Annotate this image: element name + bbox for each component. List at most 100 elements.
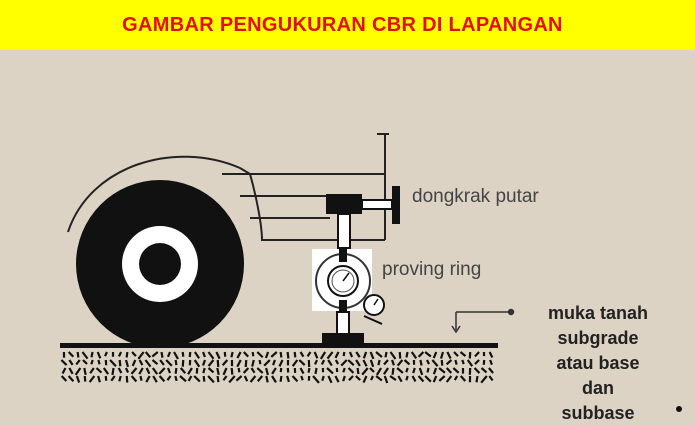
soil-hatch-mark — [165, 359, 173, 367]
soil-hatch-mark — [405, 351, 409, 358]
soil-hatch-mark — [131, 351, 137, 357]
soil-hatch-mark — [109, 359, 117, 368]
soil-hatch-mark — [298, 359, 306, 366]
soil-hatch-mark — [369, 351, 375, 360]
soil-hatch-mark — [321, 375, 325, 382]
soil-hatch-mark — [216, 367, 220, 376]
soil-hatch-mark — [174, 375, 178, 382]
soil-hatch-mark — [362, 375, 368, 384]
soil-hatch-mark — [111, 367, 115, 376]
soil-hatch-mark — [293, 351, 297, 358]
soil-hatch-mark — [459, 351, 467, 357]
soil-hatch-mark — [90, 351, 94, 358]
soil-hatch-mark — [445, 375, 453, 383]
soil-hatch-mark — [265, 375, 269, 383]
soil-hatch-mark — [383, 375, 389, 384]
soil-hatch-mark — [193, 375, 201, 383]
soil-hatch-mark — [244, 359, 248, 368]
soil-hatch-mark — [440, 359, 444, 366]
soil-hatch-mark — [67, 375, 75, 382]
soil-hatch-mark — [362, 359, 368, 367]
soil-hatch-mark — [299, 351, 305, 358]
soil-hatch-mark — [432, 367, 438, 375]
dial-gauge — [363, 294, 385, 325]
soil-hatch-mark — [320, 359, 326, 365]
soil-hatch-mark — [438, 367, 446, 374]
soil-hatch-mark — [279, 375, 283, 382]
soil-hatch-mark — [256, 375, 264, 382]
soil-hatch-mark — [237, 367, 241, 373]
soil-hatch-mark — [83, 367, 87, 376]
soil-hatch-mark — [166, 367, 172, 374]
soil-hatch-mark — [137, 351, 145, 360]
soil-hatch-mark — [459, 375, 467, 382]
soil-hatch-mark — [424, 351, 432, 358]
soil-hatch-mark — [187, 367, 193, 375]
soil-hatch-mark — [334, 375, 340, 383]
soil-hatch-mark — [347, 367, 355, 374]
soil-hatch-mark — [445, 367, 453, 374]
soil-hatch-mark — [249, 375, 257, 383]
soil-hatch-mark — [222, 367, 228, 376]
soil-hatch-mark — [151, 367, 159, 375]
soil-hatch-mark — [342, 367, 346, 373]
soil-hatch-mark — [117, 351, 123, 357]
soil-hatch-mark — [488, 375, 494, 382]
soil-hatch-mark — [251, 359, 255, 367]
legend-line-3: atau base — [556, 353, 640, 373]
soil-hatch-mark — [327, 375, 333, 384]
soil-hatch-mark — [60, 375, 68, 382]
soil-hatch-mark — [461, 359, 465, 365]
soil-hatch-mark — [438, 375, 446, 382]
soil-hatch-mark — [313, 351, 319, 359]
soil-hatch-mark — [242, 367, 250, 374]
soil-hatch-mark — [488, 351, 494, 358]
soil-hatch-mark — [179, 375, 187, 383]
soil-hatch-mark — [334, 359, 340, 365]
soil-hatch-mark — [342, 375, 346, 382]
soil-hatch-mark — [432, 375, 438, 383]
soil-hatch-mark — [271, 375, 277, 383]
soil-hatch-mark — [299, 367, 305, 375]
soil-hatch-mark — [193, 359, 201, 368]
soil-hatch-mark — [207, 375, 215, 384]
soil-hatch-mark — [314, 367, 318, 375]
cbr-diagram — [60, 133, 515, 384]
soil-hatch-mark — [263, 359, 271, 367]
soil-hatch-mark — [389, 375, 397, 381]
soil-hatch-mark — [424, 375, 432, 383]
soil-hatch-mark — [475, 375, 479, 383]
title-banner: GAMBAR PENGUKURAN CBR DI LAPANGAN — [0, 0, 695, 50]
soil-hatch-mark — [410, 351, 418, 360]
soil-hatch-mark — [362, 351, 368, 359]
soil-hatch-mark — [230, 351, 234, 358]
soil-hatch-mark — [90, 359, 94, 365]
soil-hatch-mark — [389, 351, 397, 360]
soil-hatch-mark — [396, 367, 404, 374]
soil-hatch-mark — [151, 359, 159, 366]
soil-hatch-mark — [383, 359, 389, 366]
soil-hatch-mark — [272, 359, 276, 366]
soil-hatch-mark — [102, 367, 110, 375]
soil-hatch-mark — [173, 351, 179, 360]
soil-hatch-mark — [125, 351, 129, 358]
soil-hatch-mark — [236, 359, 242, 368]
soil-hatch-mark — [144, 359, 152, 368]
proving-ring — [312, 248, 372, 312]
soil-hatch-mark — [265, 367, 269, 376]
soil-hatch-mark — [97, 375, 101, 383]
soil-hatch-mark — [397, 375, 403, 383]
soil-hatch-mark — [405, 367, 409, 373]
soil-hatch-mark — [376, 367, 382, 376]
legend-line-1: muka tanah — [547, 303, 649, 323]
soil-hatch-mark — [291, 375, 299, 383]
soil-hatch-mark — [138, 367, 144, 375]
soil-hatch-mark — [319, 351, 327, 360]
soil-hatch-mark — [97, 359, 101, 365]
soil-hatch-mark — [174, 367, 178, 374]
soil-hatch-mark — [453, 351, 459, 357]
soil-hatch-mark — [158, 375, 166, 383]
soil-hatch-mark — [145, 375, 151, 383]
soil-hatch-mark — [369, 367, 375, 373]
soil-hatch-mark — [418, 367, 424, 376]
